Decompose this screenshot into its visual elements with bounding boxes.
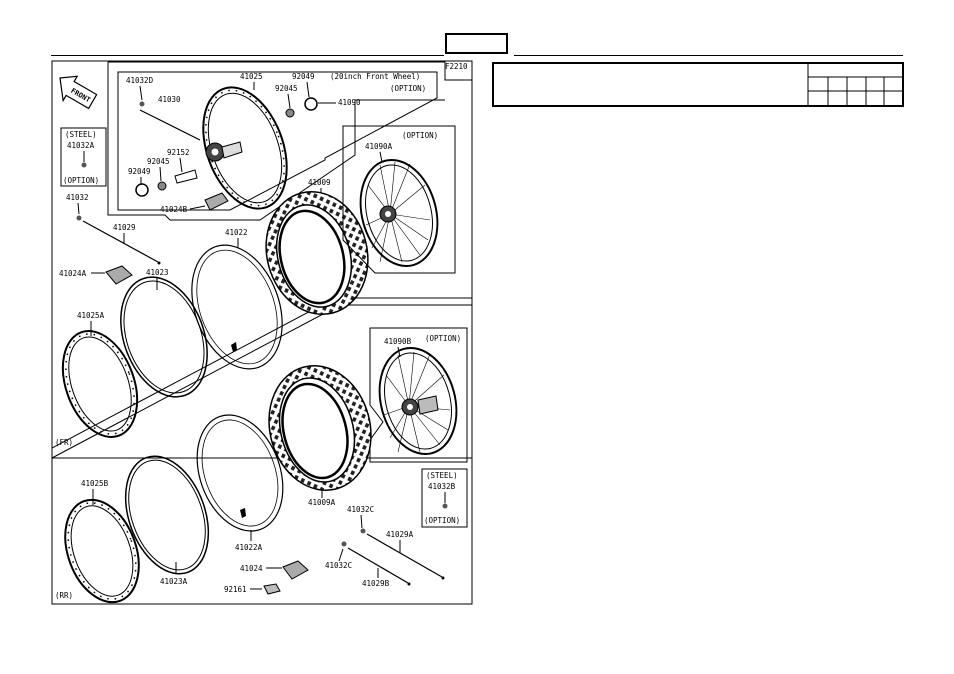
- section-rear-label: (RR): [55, 591, 73, 600]
- label-92161: 92161: [224, 585, 247, 594]
- label-41029A: 41029A: [386, 530, 414, 539]
- label-41022: 41022: [225, 228, 248, 237]
- label-41032: 41032: [66, 193, 89, 202]
- label-41009: 41009: [308, 178, 331, 187]
- label-41025A: 41025A: [77, 311, 105, 320]
- title-box: [445, 33, 508, 54]
- label-41024: 41024: [240, 564, 263, 573]
- wheel-20inch: [135, 86, 318, 211]
- tyre-41009A: [268, 365, 372, 491]
- label-92049-mid: 92049: [128, 167, 151, 176]
- steel-rear-option: (OPTION): [424, 516, 460, 525]
- steel-front-option: (OPTION): [63, 176, 99, 185]
- inset-20inch-title: (20inch Front Wheel): [330, 72, 420, 81]
- front-arrow-icon: FRONT: [59, 75, 98, 110]
- inset-option-front: [342, 125, 456, 274]
- steel-rear-part: 41032B: [428, 482, 456, 491]
- option-front-label: (OPTION): [402, 131, 438, 140]
- header-rule-right: [514, 55, 903, 56]
- inset-steel-front: [60, 127, 107, 187]
- label-41032D: 41032D: [126, 76, 154, 85]
- inset-20inch-option: (OPTION): [390, 84, 426, 93]
- label-41009A: 41009A: [308, 498, 336, 507]
- steel-front-title: (STEEL): [65, 130, 97, 139]
- rim-41025B: [64, 498, 140, 604]
- diagram-frame: [51, 60, 473, 605]
- tyre-41009: [265, 190, 369, 316]
- label-41023: 41023: [146, 268, 169, 277]
- label-92152: 92152: [167, 148, 190, 157]
- steel-rear-title: (STEEL): [426, 471, 458, 480]
- section-divider: [51, 297, 473, 459]
- option-front-part: 41090A: [365, 142, 393, 151]
- tube-41022A: [196, 414, 284, 532]
- figure-code: F2210: [445, 62, 468, 71]
- tube-41022: [191, 244, 283, 370]
- label-41025B: 41025B: [81, 479, 109, 488]
- label-41090: 41090: [338, 98, 361, 107]
- rim-band-41023: [120, 276, 208, 398]
- wheel-41090B: [378, 346, 458, 456]
- label-41024B: 41024B: [160, 205, 188, 214]
- label-41024A: 41024A: [59, 269, 87, 278]
- rim-band-41023A: [124, 455, 210, 575]
- label-41032C-bot: 41032C: [325, 561, 352, 570]
- header-rule-left: [51, 55, 444, 56]
- label-41023A: 41023A: [160, 577, 188, 586]
- option-rear-label: (OPTION): [425, 334, 461, 343]
- rim-41025A: [61, 330, 139, 438]
- label-41025: 41025: [240, 72, 263, 81]
- label-92045-mid: 92045: [147, 157, 170, 166]
- option-rear-part: 41090B: [384, 337, 412, 346]
- label-92045-top: 92045: [275, 84, 298, 93]
- inset-steel-rear: [421, 468, 468, 528]
- section-front-label: (FR): [55, 438, 73, 447]
- steel-front-part: 41032A: [67, 141, 95, 150]
- label-41030: 41030: [158, 95, 181, 104]
- inset-20inch-inner: [117, 71, 438, 211]
- header-table: [492, 62, 904, 107]
- label-41022A: 41022A: [235, 543, 263, 552]
- label-92049-top: 92049: [292, 72, 315, 81]
- label-41029B: 41029B: [362, 579, 390, 588]
- wheel-41090A: [359, 158, 439, 268]
- label-41032C-top: 41032C: [347, 505, 374, 514]
- label-41029: 41029: [113, 223, 136, 232]
